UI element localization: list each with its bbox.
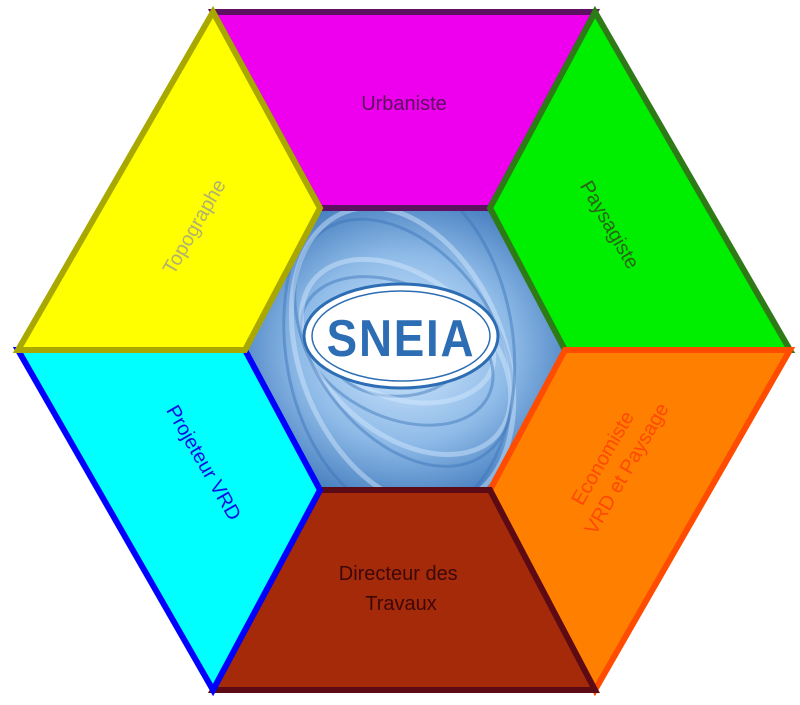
- label-directeur: Directeur des Travaux: [339, 563, 464, 615]
- sneia-logo: SNEIA: [302, 282, 500, 390]
- logo-ellipse: [302, 282, 500, 390]
- logo-text: SNEIA: [327, 310, 476, 367]
- segments-group: [12, 5, 796, 697]
- water-ripple: [293, 217, 515, 468]
- logo-inner-ring: [311, 290, 491, 382]
- label-urbaniste: Urbaniste: [361, 93, 447, 115]
- segment-topographe: [12, 5, 324, 353]
